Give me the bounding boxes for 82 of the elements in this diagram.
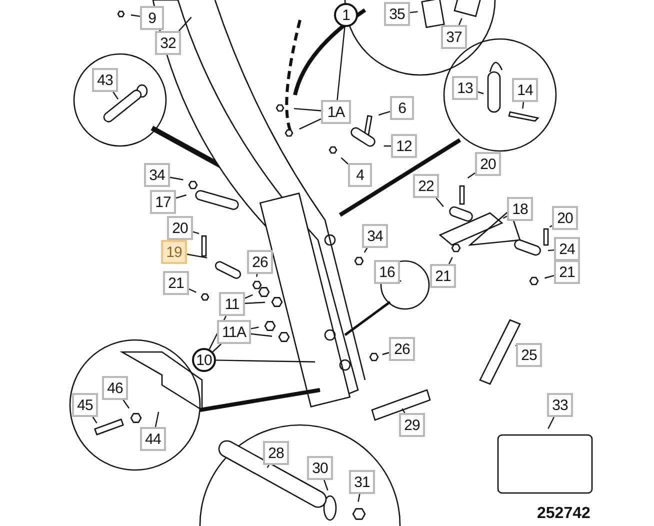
leader-line <box>382 352 390 356</box>
leader-line <box>458 18 462 26</box>
leader-line <box>544 275 554 279</box>
callout-number: 45 <box>72 393 98 417</box>
leader-line <box>364 248 368 253</box>
callout-number: 43 <box>92 68 118 92</box>
callout-number: 22 <box>413 174 439 198</box>
leader-line <box>188 288 196 293</box>
callout-number: 44 <box>140 427 166 451</box>
callout-number: 26 <box>389 337 415 361</box>
callout-number: 30 <box>307 456 333 480</box>
callout-number: 21 <box>554 260 580 284</box>
callout-number: 13 <box>452 76 478 100</box>
leader-line <box>522 102 524 109</box>
leader-line <box>410 11 418 14</box>
leader-line <box>402 408 406 414</box>
leader-line <box>244 294 253 299</box>
leader-line <box>358 494 360 502</box>
leader-line <box>266 464 270 468</box>
callout-number: 46 <box>102 376 128 400</box>
callout-number: 34 <box>144 163 170 187</box>
leader-line <box>299 118 322 130</box>
callout-number: 1 <box>334 3 358 27</box>
callout-number: 25 <box>516 343 542 367</box>
leader-line <box>216 360 316 362</box>
callout-number: 37 <box>441 25 467 49</box>
leader-line <box>340 157 348 164</box>
leader-line <box>448 257 453 264</box>
callout-number: 10 <box>192 348 216 372</box>
callout-number: 21 <box>163 271 189 295</box>
leader-line <box>130 14 140 17</box>
callout-number: 20 <box>167 216 193 240</box>
leader-line <box>436 198 444 208</box>
leader-line <box>186 254 208 258</box>
leader-line <box>176 194 186 199</box>
callout-number: 20 <box>475 152 501 176</box>
leader-line <box>256 274 258 277</box>
callout-number: 17 <box>150 190 176 214</box>
leader-line <box>336 26 346 100</box>
callout-number: 12 <box>391 134 417 158</box>
callout-number: 35 <box>384 2 410 26</box>
callout-number: 11 <box>219 292 245 316</box>
callout-number: 4 <box>348 163 372 187</box>
leader-line <box>212 344 222 352</box>
callout-number: 28 <box>263 441 289 465</box>
callout-number: 11A <box>217 320 251 344</box>
callout-number: 18 <box>507 197 533 221</box>
leader-line <box>478 91 484 94</box>
leader-line <box>294 108 322 112</box>
leader-line <box>122 400 130 409</box>
callout-number: 31 <box>349 470 375 494</box>
callout-number: 19 <box>161 240 187 264</box>
callout-number: 6 <box>390 96 414 120</box>
callout-number: 26 <box>247 250 273 274</box>
callout-number: 21 <box>430 264 456 288</box>
leader-line <box>244 302 266 304</box>
callout-number: 24 <box>554 237 580 261</box>
leader-line <box>548 416 555 429</box>
leader-line <box>92 416 98 424</box>
callout-number: 16 <box>374 260 400 284</box>
leader-line <box>467 172 476 178</box>
leader-line <box>378 111 390 116</box>
leader-line <box>170 176 184 180</box>
callout-number: 9 <box>140 6 164 30</box>
callout-number: 14 <box>512 78 538 102</box>
drawing-number: 252742 <box>537 505 590 523</box>
callout-number: 1A <box>321 100 351 124</box>
leader-line <box>324 480 328 491</box>
leader-line <box>250 326 259 330</box>
leader-line <box>192 231 200 234</box>
leader-line <box>112 92 119 100</box>
callout-number: 29 <box>399 413 425 437</box>
leader-line <box>154 412 160 428</box>
callout-number: 33 <box>547 393 573 417</box>
callout-number: 20 <box>552 206 578 230</box>
leader-line <box>502 216 508 219</box>
leader-line <box>250 333 272 337</box>
callout-number: 32 <box>155 31 181 55</box>
leader-line <box>178 16 192 32</box>
callout-number: 34 <box>362 224 388 248</box>
leader-line <box>550 225 552 228</box>
leader-line <box>548 249 554 252</box>
